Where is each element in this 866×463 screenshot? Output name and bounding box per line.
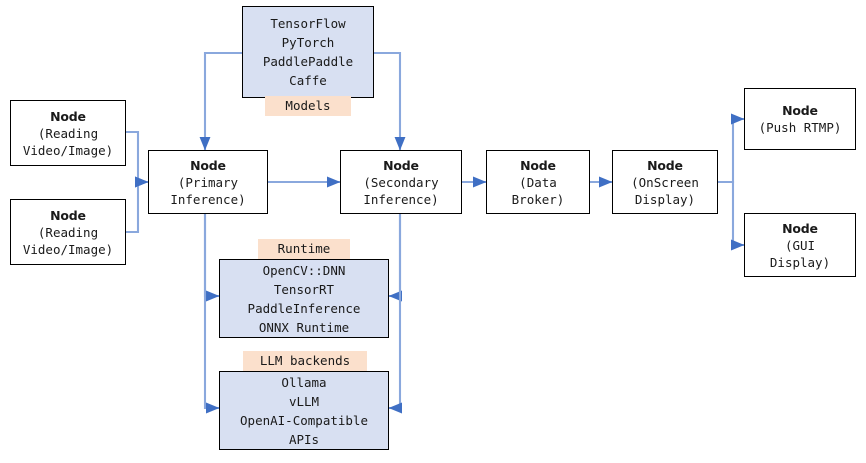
edge-osd-rtmp: [718, 113, 745, 184]
edge-reading1-primary: [126, 130, 149, 188]
node-reading-1-title: Node: [50, 108, 86, 124]
node-gui-display[interactable]: Node (GUI Display): [744, 213, 856, 277]
node-reading-video-image-1[interactable]: Node (Reading Video/Image): [10, 100, 126, 166]
node-secondary-inference-subtitle: (Secondary Inference): [363, 174, 439, 207]
stack-models-tag-label: Models: [285, 98, 331, 113]
node-reading-video-image-2[interactable]: Node (Reading Video/Image): [10, 199, 126, 265]
edge-primary-runtime: [203, 214, 220, 302]
node-secondary-inference[interactable]: Node (Secondary Inference): [340, 150, 462, 214]
stack-models-text: TensorFlow PyTorch PaddlePaddle Caffe: [262, 16, 354, 88]
edge-secondary-runtime: [388, 214, 403, 302]
stack-llm-backends-tag: LLM backends: [243, 351, 367, 371]
node-gui-display-subtitle: (GUI Display): [769, 237, 831, 270]
stack-runtime-tag-label: Runtime: [277, 241, 331, 256]
node-onscreen-display[interactable]: Node (OnScreen Display): [612, 150, 718, 214]
edge-primary-llm: [203, 214, 220, 414]
node-primary-inference-title: Node: [190, 157, 226, 173]
node-primary-inference[interactable]: Node (Primary Inference): [148, 150, 268, 214]
node-reading-1-subtitle: (Reading Video/Image): [22, 125, 114, 158]
node-reading-2-title: Node: [50, 207, 86, 223]
edge-models-primary: [199, 51, 242, 151]
node-push-rtmp-subtitle: (Push RTMP): [758, 120, 842, 135]
stack-llm-backends-tag-label: LLM backends: [259, 353, 351, 368]
node-onscreen-display-title: Node: [647, 157, 683, 173]
stack-llm-backends-text: Ollama vLLM OpenAI-Compatible APIs: [240, 374, 368, 447]
stack-runtime[interactable]: OpenCV::DNN TensorRT PaddleInference ONN…: [219, 259, 389, 338]
node-data-broker-title: Node: [520, 157, 556, 173]
node-gui-display-title: Node: [782, 220, 818, 236]
node-secondary-inference-title: Node: [383, 157, 419, 173]
stack-runtime-tag: Runtime: [258, 239, 350, 259]
node-reading-2-subtitle: (Reading Video/Image): [22, 224, 114, 257]
node-onscreen-display-subtitle: (OnScreen Display): [631, 174, 699, 207]
node-primary-inference-subtitle: (Primary Inference): [170, 174, 246, 207]
stack-models[interactable]: TensorFlow PyTorch PaddlePaddle Caffe: [242, 6, 374, 98]
edge-secondary-llm: [388, 214, 403, 414]
edge-osd-gui: [718, 180, 745, 251]
stack-llm-backends[interactable]: Ollama vLLM OpenAI-Compatible APIs: [219, 371, 389, 450]
edge-models-secondary: [373, 51, 406, 151]
edge-reading2-primary: [126, 176, 149, 234]
node-data-broker[interactable]: Node (Data Broker): [486, 150, 590, 214]
node-push-rtmp-title: Node: [782, 103, 818, 118]
node-push-rtmp[interactable]: Node (Push RTMP): [744, 88, 856, 150]
stack-models-tag: Models: [265, 96, 351, 116]
stack-runtime-text: OpenCV::DNN TensorRT PaddleInference ONN…: [247, 262, 361, 335]
node-data-broker-subtitle: (Data Broker): [511, 174, 565, 207]
